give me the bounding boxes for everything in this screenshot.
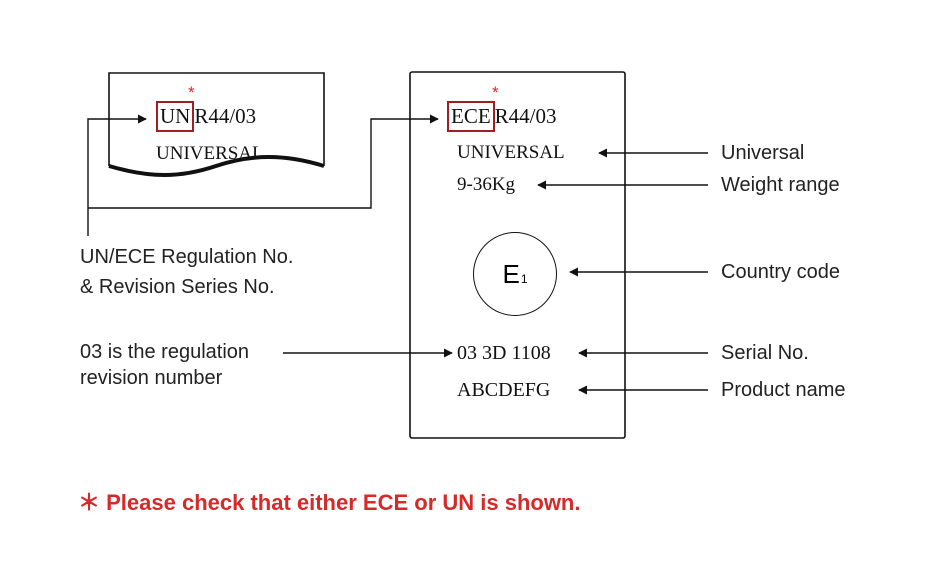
main-label-outline: [409, 71, 626, 439]
regulation-bracket-line: [87, 114, 147, 236]
weight-range-callout: Weight range: [721, 174, 840, 196]
regulation-callout-line1: UN/ECE Regulation No.: [80, 246, 294, 268]
e-mark-number: 1: [520, 272, 528, 286]
small-label-regulation: R44/03: [194, 104, 257, 128]
small-label-class: UNIVERSAL: [156, 143, 264, 164]
universal-callout: Universal: [721, 142, 805, 164]
e-mark-letter: E: [502, 258, 520, 289]
regulation-callout-line2: & Revision Series No.: [80, 276, 275, 298]
small-label-asterisk: *: [188, 83, 195, 102]
ece-prefix-highlight: ECE: [447, 101, 495, 132]
revision-callout-line2: revision number: [80, 367, 223, 389]
main-label-serial: 03 3D 1108: [457, 342, 551, 364]
main-label-class: UNIVERSAL: [457, 142, 565, 163]
un-prefix-highlight: UN: [156, 101, 195, 132]
main-label-regulation: R44/03: [494, 104, 557, 128]
check-note: ＊ Please check that either ECE or UN is …: [78, 490, 581, 515]
main-label-weight: 9-36Kg: [457, 174, 516, 195]
main-label-product: ABCDEFG: [457, 379, 551, 401]
serial-callout: Serial No.: [721, 342, 809, 364]
product-name-callout: Product name: [721, 379, 846, 401]
country-code-callout: Country code: [721, 261, 840, 283]
revision-callout-line1: 03 is the regulation: [80, 341, 250, 363]
small-label-wave: [108, 155, 325, 177]
regulation-to-ece-line: [88, 114, 439, 209]
main-label-asterisk: *: [492, 83, 499, 102]
